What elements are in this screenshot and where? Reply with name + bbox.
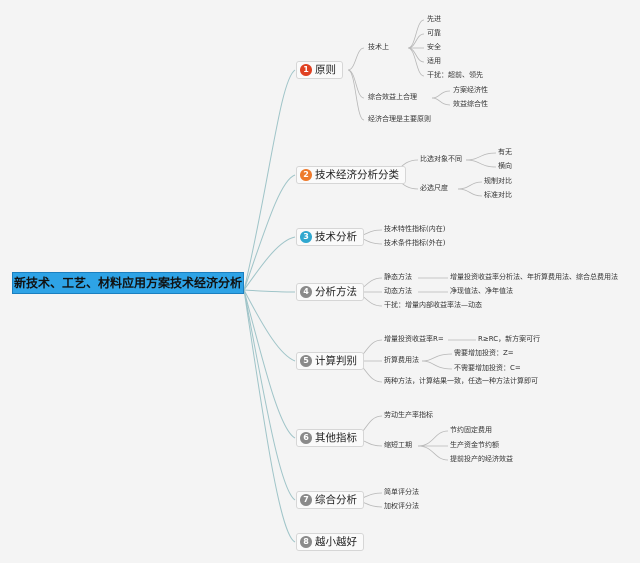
leaf-advanced[interactable]: 先进 [427,15,441,23]
leaf-both-methods[interactable]: 两种方法，计算结果一致，任选一种方法计算即可 [384,377,538,385]
number-badge-5: 5 [300,355,312,367]
leaf-ratio-detail[interactable]: R≥RC，新方案可行 [478,335,541,343]
number-badge-4: 4 [300,286,312,298]
leaf-interference[interactable]: 干扰：超前、领先 [427,71,483,79]
node-technically[interactable]: 技术上 [368,43,389,51]
leaf-dynamic-detail[interactable]: 净现值法、净年值法 [450,287,513,295]
node-dynamic-method[interactable]: 动态方法 [384,287,412,295]
node-selection-scale[interactable]: 必选尺度 [420,184,448,192]
branch-label: 技术分析 [315,231,357,243]
leaf-tech-characteristic-index[interactable]: 技术特性指标(内在) [384,225,446,233]
branch-classification[interactable]: 2 技术经济分析分类 [296,166,406,184]
branch-label: 综合分析 [315,494,357,506]
connector-root-b5 [243,289,296,362]
leaf-interference-irr[interactable]: 干扰：增量内部收益率法—动态 [384,301,482,309]
leaf-no-investment[interactable]: 不需要增加投资：C= [454,364,521,372]
branch-principles[interactable]: 1 原则 [296,61,343,79]
leaf-simple-scoring[interactable]: 简单评分法 [384,488,419,496]
node-static-method[interactable]: 静态方法 [384,273,412,281]
leaf-early-production[interactable]: 提前投产的经济效益 [450,455,513,463]
leaf-applicable[interactable]: 适用 [427,57,441,65]
number-badge-6: 6 [300,432,312,444]
leaf-save-fixed-cost[interactable]: 节约固定费用 [450,426,492,434]
leaf-regulation-compare[interactable]: 规制对比 [484,177,512,185]
branch-technical-analysis[interactable]: 3 技术分析 [296,228,364,246]
node-main-principle[interactable]: 经济合理是主要原则 [368,115,431,123]
connector-root-b6 [243,289,296,439]
leaf-tech-condition-index[interactable]: 技术条件指标(外在) [384,239,446,247]
leaf-safe[interactable]: 安全 [427,43,441,51]
leaf-reliable[interactable]: 可靠 [427,29,441,37]
connector-root-b8 [243,289,296,543]
branch-smaller-better[interactable]: 8 越小越好 [296,533,364,551]
leaf-horizontal[interactable]: 横向 [498,162,512,170]
number-badge-1: 1 [300,64,312,76]
node-converted-cost-method[interactable]: 折算费用法 [384,356,419,364]
connector-root-b2 [243,174,296,291]
node-incremental-return-rate[interactable]: 增量投资收益率R= [384,335,444,343]
leaf-static-detail[interactable]: 增量投资收益率分析法、年折算费用法、综合总费用法 [450,273,618,281]
leaf-labor-productivity[interactable]: 劳动生产率指标 [384,411,433,419]
branch-other-indicators[interactable]: 6 其他指标 [296,429,364,447]
node-shorten-schedule[interactable]: 缩短工期 [384,441,412,449]
number-badge-3: 3 [300,231,312,243]
connector-root-b1 [243,69,296,291]
leaf-need-investment[interactable]: 需要增加投资：Z= [454,349,514,357]
leaf-benefit-comprehensive[interactable]: 效益综合性 [453,100,488,108]
leaf-standard-compare[interactable]: 标准对比 [484,191,512,199]
number-badge-2: 2 [300,169,312,181]
leaf-with-without[interactable]: 有无 [498,148,512,156]
branch-calculation[interactable]: 5 计算判别 [296,352,364,370]
branch-label: 原则 [315,64,336,76]
connector-root-b7 [243,289,296,501]
number-badge-8: 8 [300,536,312,548]
branch-label: 分析方法 [315,286,357,298]
branch-label: 技术经济分析分类 [315,169,399,181]
branch-comprehensive-analysis[interactable]: 7 综合分析 [296,491,364,509]
node-compare-objects[interactable]: 比选对象不同 [420,155,462,163]
leaf-weighted-scoring[interactable]: 加权评分法 [384,502,419,510]
branch-label: 其他指标 [315,432,357,444]
number-badge-7: 7 [300,494,312,506]
central-topic[interactable]: 新技术、工艺、材料应用方案技术经济分析 [12,272,244,294]
connector-root-b4 [243,289,296,293]
leaf-plan-economy[interactable]: 方案经济性 [453,86,488,94]
branch-analysis-methods[interactable]: 4 分析方法 [296,283,364,301]
node-economically-reasonable[interactable]: 综合效益上合理 [368,93,417,101]
branch-label: 计算判别 [315,355,357,367]
connector-root-b3 [243,236,296,291]
leaf-save-capital[interactable]: 生产资金节约额 [450,441,499,449]
branch-label: 越小越好 [315,536,357,548]
